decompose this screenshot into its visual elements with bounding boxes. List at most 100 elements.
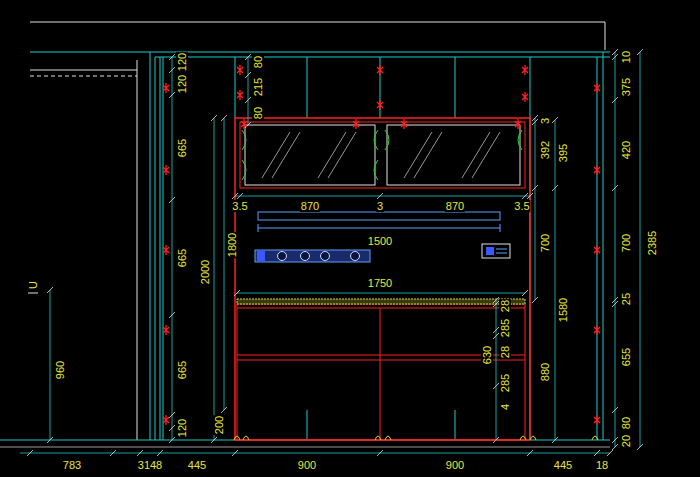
dimension-lines-part xyxy=(237,293,525,294)
dimension-text: 80 xyxy=(252,55,264,69)
glass-doors-part-part xyxy=(414,132,442,178)
dimension-text: 900 xyxy=(445,459,465,471)
dimension-text: 700 xyxy=(539,233,551,253)
dimension-text: 4 xyxy=(499,403,511,411)
hinge-leaders-part xyxy=(242,130,522,180)
wall-panels-part xyxy=(160,57,161,440)
glass-doors-part xyxy=(245,125,375,185)
rails xyxy=(258,212,500,232)
dimension-text: 375 xyxy=(620,77,632,97)
dimension-text: 20 xyxy=(620,434,632,448)
hook-bar-part xyxy=(257,251,265,261)
dimension-text: 18 xyxy=(595,459,609,471)
wall-panels xyxy=(0,52,610,440)
dimension-text: 655 xyxy=(620,347,632,367)
dimension-lines-part xyxy=(248,57,249,125)
dimension-text: 960 xyxy=(54,360,66,380)
hook-bar-part xyxy=(482,244,510,258)
wall-panels-part xyxy=(455,410,456,440)
dimension-text: 1800 xyxy=(226,232,238,258)
glass-doors-part-part xyxy=(328,132,356,178)
dimension-text: 1750 xyxy=(367,277,393,289)
rails-part xyxy=(500,224,501,232)
dimension-lines-part xyxy=(535,118,536,300)
dimension-text: 3.5 xyxy=(513,200,530,212)
glass-doors-part-part xyxy=(472,132,500,178)
anchor-marks-part xyxy=(234,436,598,440)
dimension-text: 420 xyxy=(620,140,632,160)
anchor-marks xyxy=(163,65,600,440)
wall-panels-part xyxy=(307,410,308,440)
outer-frame-part xyxy=(137,60,138,440)
wall-panels-part xyxy=(455,57,456,118)
dimension-text: 665 xyxy=(176,138,188,158)
cabinet-outline-part xyxy=(380,308,381,440)
dimension-lines-part xyxy=(555,120,556,440)
wall-panels-part xyxy=(155,57,156,440)
wall-panels-part xyxy=(150,52,151,440)
cabinet-outline-part xyxy=(235,118,530,440)
rails-part xyxy=(258,228,500,229)
anchor-marks-part xyxy=(163,65,600,425)
dimension-text: 900 xyxy=(297,459,317,471)
dimension-text: U xyxy=(27,280,39,290)
hook-bar-part xyxy=(496,249,507,250)
dimension-text: 630 xyxy=(481,345,493,365)
hook-bar-part xyxy=(486,247,494,255)
wall-panels-part xyxy=(235,57,236,118)
outer-frame-part xyxy=(30,76,137,77)
cabinet-outline-part xyxy=(237,308,525,309)
dimension-text: 1500 xyxy=(367,235,393,247)
dimension-text: 3148 xyxy=(137,459,163,471)
dimension-text: 3.5 xyxy=(231,200,248,212)
dimension-lines-part xyxy=(172,57,173,440)
cabinet-outline-part xyxy=(240,122,525,188)
dimension-lines-part xyxy=(640,52,641,447)
dimension-text: 80 xyxy=(252,106,264,120)
hook-bar-part xyxy=(321,252,330,261)
corner-marker-part xyxy=(28,293,38,294)
countertop xyxy=(237,299,525,304)
wall-panels-part xyxy=(155,57,610,58)
wall-panels-part xyxy=(30,52,610,53)
wall-panels-part xyxy=(307,57,308,118)
dimension-lines-part xyxy=(20,453,610,454)
dimension-text: 3 xyxy=(539,117,551,125)
countertop-part xyxy=(237,299,525,304)
dimension-text: 870 xyxy=(445,200,465,212)
dimension-lines-part xyxy=(27,49,643,456)
outer-frame-part xyxy=(30,70,137,71)
dimension-text: 215 xyxy=(252,77,264,97)
dimension-text: 880 xyxy=(539,362,551,382)
dimension-text: 445 xyxy=(553,459,573,471)
dimension-text: 10 xyxy=(620,50,632,64)
dimension-lines-part xyxy=(214,118,215,440)
dimension-text: 2385 xyxy=(646,230,658,256)
hook-bar-part xyxy=(496,253,507,254)
dimension-text: 25 xyxy=(620,292,632,306)
dimension-text: 80 xyxy=(620,416,632,430)
hook-bar-part xyxy=(301,252,310,261)
dimension-text: 445 xyxy=(187,459,207,471)
hook-bar-part xyxy=(351,252,360,261)
glass-doors-part xyxy=(262,132,500,178)
dimension-text: 2000 xyxy=(199,259,211,285)
rails-part xyxy=(258,224,259,232)
dimension-text: 3 xyxy=(376,200,384,212)
dimension-text: 783 xyxy=(62,459,82,471)
cabinet-outline xyxy=(235,118,530,440)
dimension-lines-part xyxy=(235,196,530,197)
dimension-lines-part xyxy=(50,290,51,440)
outer-frame-part xyxy=(0,447,610,448)
wall-panels-part xyxy=(163,57,164,440)
glass-doors xyxy=(245,125,520,185)
dimension-text: 28 xyxy=(499,299,511,313)
rails-part xyxy=(258,212,500,220)
dimension-text: 700 xyxy=(620,233,632,253)
corner-marker xyxy=(28,293,38,294)
glass-doors-part-part xyxy=(272,132,300,178)
hook-bar-part xyxy=(255,250,370,262)
dimension-text: 1580 xyxy=(557,297,569,323)
dimension-text: 870 xyxy=(300,200,320,212)
